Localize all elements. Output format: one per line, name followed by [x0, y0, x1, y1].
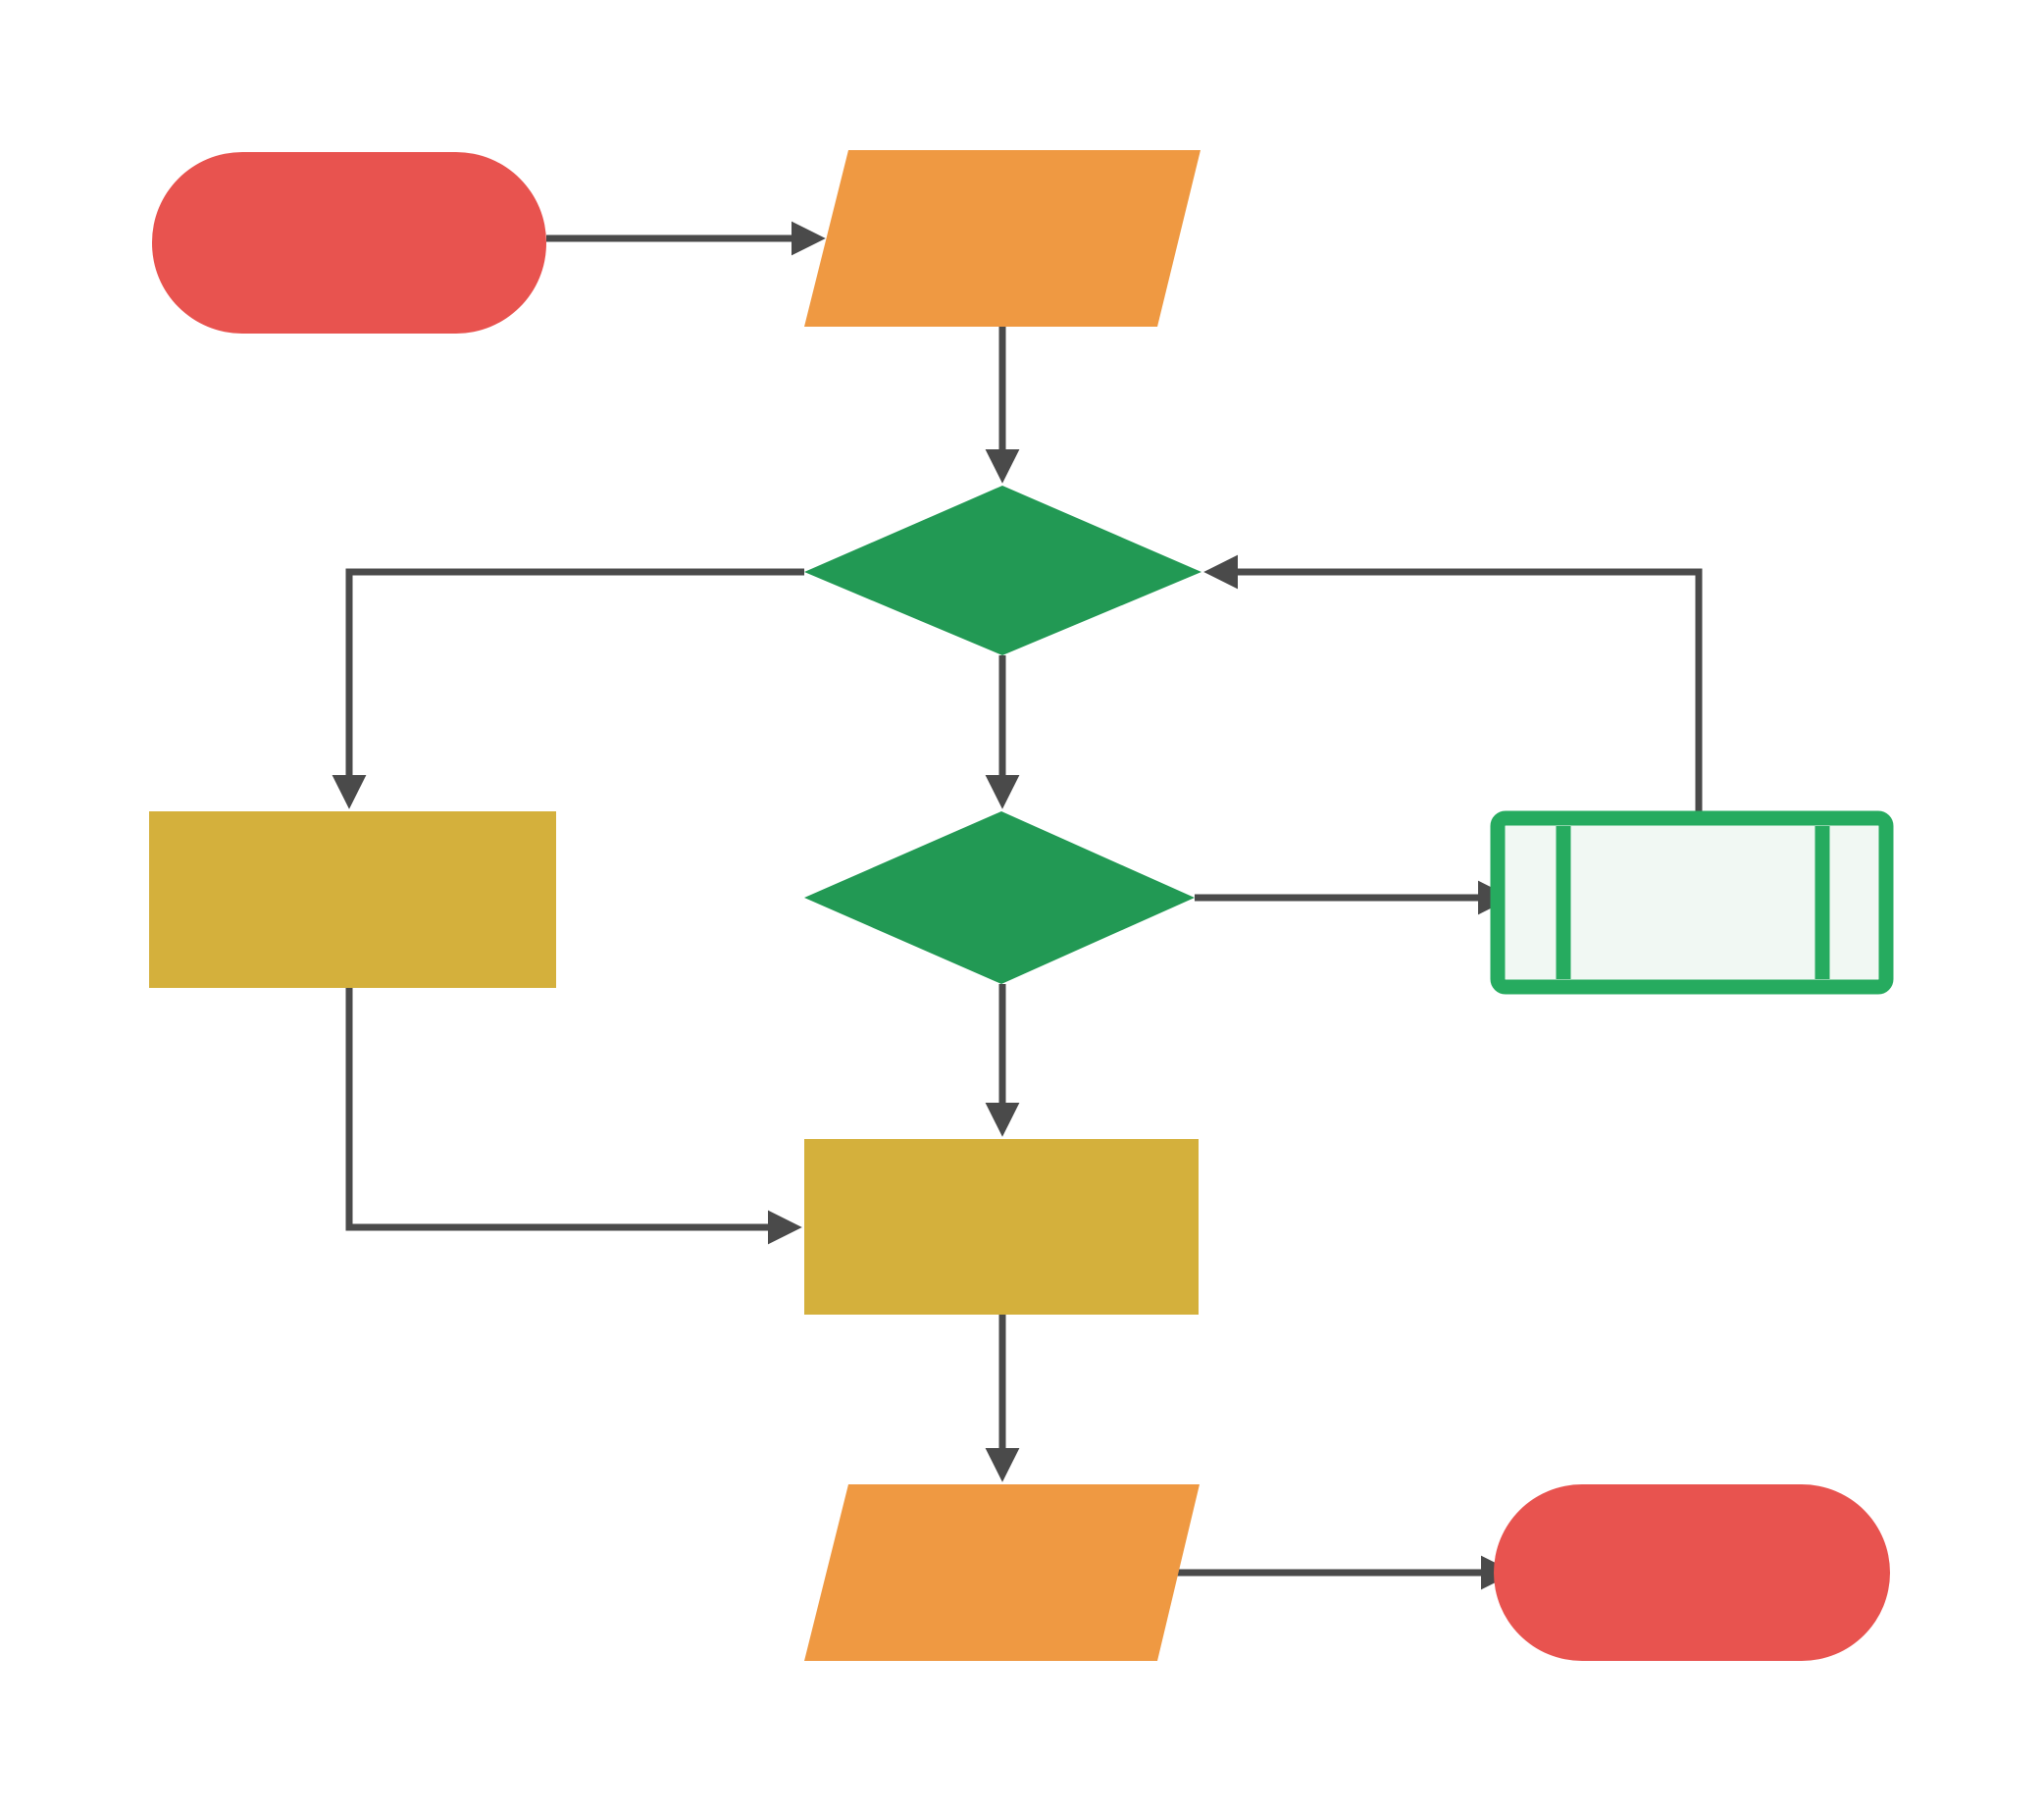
edge-process-left-to-process-center	[345, 988, 802, 1245]
node-decision-1-diamond[interactable]	[804, 486, 1201, 655]
node-process-center-rectangle[interactable]	[804, 1139, 1199, 1315]
node-process-left-rectangle[interactable]	[149, 811, 556, 988]
edge-subroutine-to-decision-1-loopback	[1203, 554, 1703, 811]
subroutine-outer-frame	[1490, 810, 1894, 995]
node-subroutine-predefined-process[interactable]	[1490, 810, 1894, 995]
node-start-terminator[interactable]	[152, 152, 546, 334]
edge-decision-1-to-process-left	[332, 568, 804, 809]
node-output-parallelogram[interactable]	[804, 1484, 1200, 1661]
node-input-parallelogram[interactable]	[804, 150, 1201, 327]
node-decision-2-diamond[interactable]	[804, 811, 1195, 984]
node-end-terminator[interactable]	[1494, 1484, 1890, 1661]
